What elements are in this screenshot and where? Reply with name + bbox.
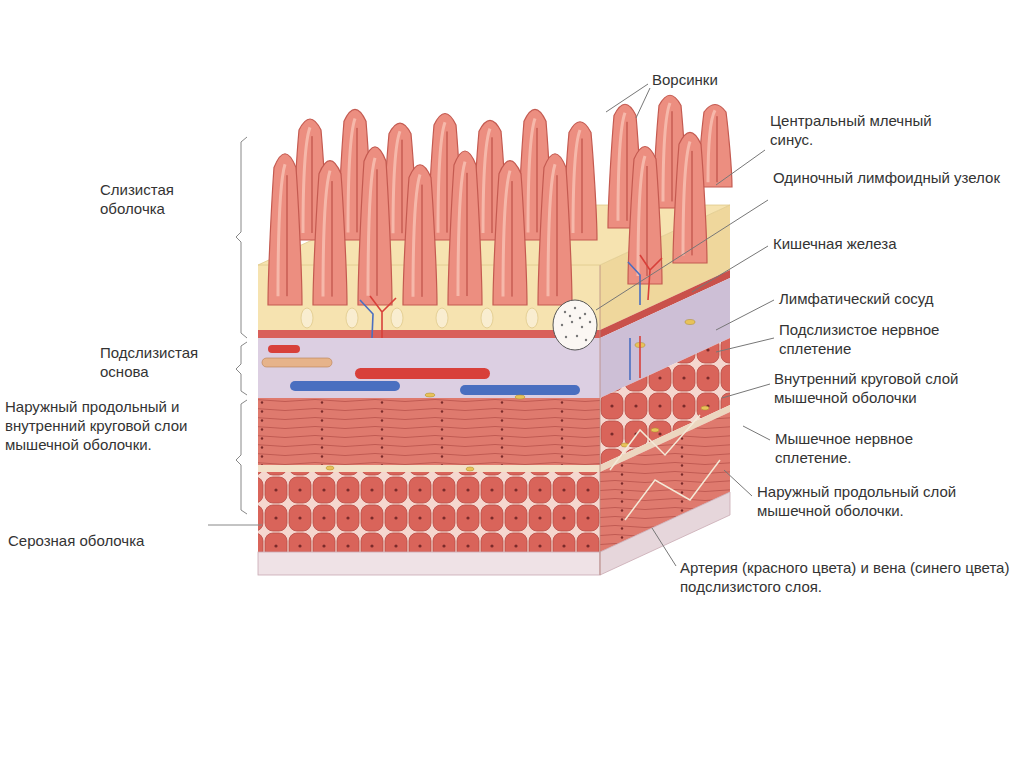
part-label: Одиночный лимфоидный узелок [773, 168, 1003, 187]
part-label: Наружный продольный слой мышечной оболоч… [757, 482, 1007, 520]
layer-label: Серозная оболочка [8, 531, 208, 550]
layer-label: Подслизистая основа [100, 343, 235, 381]
part-label: Внутренний круговой слой мышечной оболоч… [774, 369, 1019, 407]
part-label: Ворсинки [652, 70, 772, 89]
part-label: Лимфатический сосуд [779, 289, 1009, 308]
part-label: Подслизистое нервное сплетение [779, 320, 994, 358]
layer-label: Наружный продольный и внутренний кругово… [5, 397, 233, 454]
part-label: Кишечная железа [773, 234, 993, 253]
part-label: Центральный млечный синус. [770, 111, 970, 149]
part-label: Артерия (красного цвета) и вена (синего … [680, 558, 1015, 596]
part-label: Мышечное нервное сплетение. [775, 429, 975, 467]
layer-label: Слизистая оболочка [100, 180, 230, 218]
